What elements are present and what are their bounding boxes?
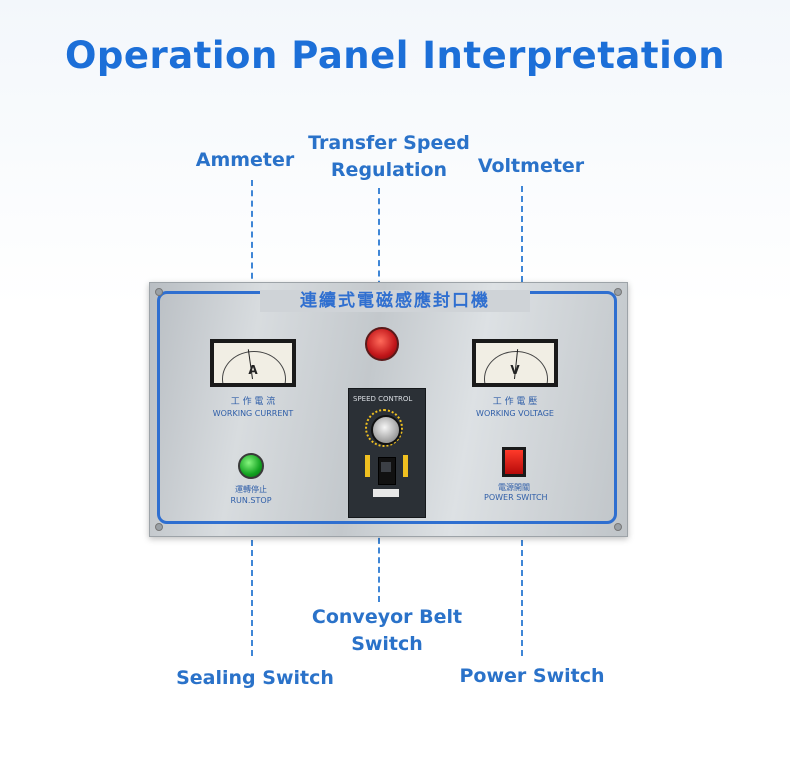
voltmeter-gauge: V	[472, 339, 558, 387]
page-title: Operation Panel Interpretation	[64, 34, 726, 77]
screw-icon	[155, 288, 163, 296]
control-panel: 連續式電磁感應封口機 A 工 作 電 流 WORKING CURRENT 運轉停…	[149, 282, 628, 537]
panel-title: 連續式電磁感應封口機	[260, 290, 530, 312]
sealing-switch-label: Sealing Switch	[176, 667, 334, 689]
screw-icon	[614, 523, 622, 531]
transfer-speed-label: Transfer Speed Regulation	[300, 130, 478, 184]
ammeter-unit: A	[248, 363, 258, 377]
sealing-switch-leader-line	[251, 490, 253, 656]
ammeter-gauge: A	[210, 339, 296, 387]
working-current-cn: 工 作 電 流	[230, 397, 276, 407]
working-current-en: WORKING CURRENT	[212, 409, 294, 418]
sealing-switch-button[interactable]	[238, 453, 264, 479]
power-switch-cn: 電源開關	[498, 483, 530, 492]
conveyor-belt-label: Conveyor Belt Switch	[304, 604, 470, 658]
runstop-en: RUN.STOP	[230, 496, 272, 505]
power-switch-en: POWER SWITCH	[484, 493, 548, 502]
screw-icon	[614, 288, 622, 296]
voltmeter-face: V	[476, 343, 554, 383]
ammeter-label: Ammeter	[195, 149, 295, 171]
power-switch-leader-line	[521, 490, 523, 656]
working-voltage-en: WORKING VOLTAGE	[476, 409, 554, 418]
conveyor-belt-switch[interactable]	[378, 457, 396, 485]
conveyor-belt-label-line1: Conveyor Belt	[311, 606, 463, 628]
transfer-speed-leader-line	[378, 188, 380, 328]
runstop-cn: 運轉停止	[235, 485, 267, 494]
ammeter-face: A	[214, 343, 292, 383]
transfer-speed-label-line2: Regulation	[330, 159, 448, 181]
working-voltage-cn: 工 作 電 壓	[492, 397, 538, 407]
indicator-lamp	[365, 327, 399, 361]
screw-icon	[155, 523, 163, 531]
conveyor-belt-label-line2: Switch	[351, 633, 423, 655]
panel-border: 連續式電磁感應封口機	[157, 290, 617, 524]
voltmeter-leader-line	[521, 186, 523, 322]
speed-regulation-knob[interactable]	[371, 415, 401, 445]
voltmeter-unit: V	[510, 363, 520, 377]
transfer-speed-label-line1: Transfer Speed	[308, 132, 470, 154]
power-switch-label: Power Switch	[459, 665, 605, 687]
ammeter-leader-line	[251, 180, 253, 320]
speed-control-module: SPEED CONTROL	[348, 388, 426, 518]
speed-control-label: SPEED CONTROL	[353, 395, 413, 403]
voltmeter-label: Voltmeter	[477, 155, 585, 177]
speed-module-tag	[373, 489, 399, 497]
power-switch-rocker[interactable]	[502, 447, 526, 477]
